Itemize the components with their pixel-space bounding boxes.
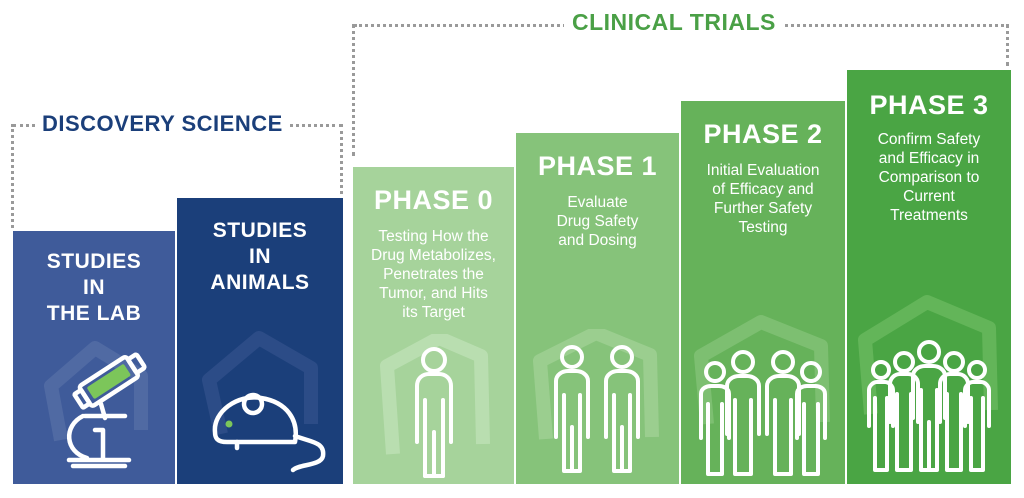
clinical-bracket-right <box>1006 24 1009 66</box>
two-people-icon <box>533 329 659 473</box>
phase-1-description: Evaluate Drug Safety and Dosing <box>556 194 639 249</box>
clinical-bracket-left <box>352 24 355 156</box>
studies-in-lab-title: STUDIES IN THE LAB <box>46 250 142 325</box>
phase-2-title: PHASE 2 <box>703 119 823 149</box>
phase-0-description: Testing How the Drug Metabolizes, Penetr… <box>371 228 496 321</box>
phase-2-panel: PHASE 2 Initial Evaluation of Efficacy a… <box>681 101 845 484</box>
phase-3-panel: PHASE 3 Confirm Safety and Efficacy in C… <box>847 70 1011 484</box>
discovery-bracket-right <box>340 124 343 194</box>
mouse-icon <box>202 331 326 473</box>
phase-0-panel: PHASE 0 Testing How the Drug Metabolizes… <box>353 167 514 484</box>
crowd-icon <box>858 295 998 472</box>
clinical-trials-heading: CLINICAL TRIALS <box>564 9 784 36</box>
discovery-science-heading: DISCOVERY SCIENCE <box>36 111 289 137</box>
phase-1-panel: PHASE 1 Evaluate Drug Safety and Dosing <box>516 133 679 484</box>
four-people-icon <box>694 315 830 476</box>
phase-2-description: Initial Evaluation of Efficacy and Furth… <box>706 162 820 236</box>
phase-3-title: PHASE 3 <box>869 90 989 120</box>
discovery-bracket-left <box>11 124 14 228</box>
studies-in-lab-panel: STUDIES IN THE LAB <box>13 231 175 484</box>
microscope-icon <box>44 341 148 469</box>
studies-in-animals-title: STUDIES IN ANIMALS <box>210 219 310 294</box>
phase-1-title: PHASE 1 <box>537 151 658 181</box>
phase-3-description: Confirm Safety and Efficacy in Compariso… <box>877 131 981 224</box>
phase-0-title: PHASE 0 <box>373 185 494 215</box>
one-person-icon <box>380 334 490 478</box>
studies-in-animals-panel: STUDIES IN ANIMALS <box>177 198 343 484</box>
